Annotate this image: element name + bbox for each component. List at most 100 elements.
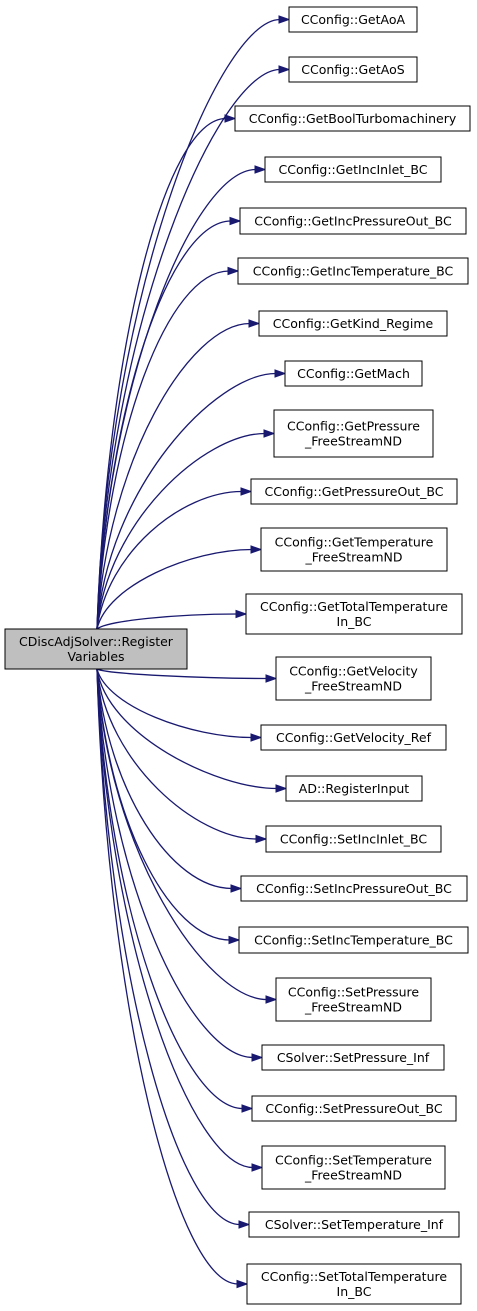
arrowhead [236,1279,249,1289]
call-edge [96,668,258,840]
node-cconfig-getinctemperature-bc-label: CConfig::GetIncTemperature_BC [253,264,454,279]
node-cconfig-settemperature-freestreamnd[interactable]: CConfig::SetTemperature_FreeStreamND [261,1145,446,1190]
call-edge [96,490,243,630]
call-edge [96,668,241,1226]
call-edge [96,613,238,630]
node-cconfig-gettemperature-freestreamnd[interactable]: CConfig::GetTemperature_FreeStreamND [260,527,448,572]
call-edge [96,668,254,1059]
node-cconfig-setincinlet-bc-box [265,825,442,853]
node-csolver-settemperature-inf[interactable]: CSolver::SetTemperature_Inf [248,1211,460,1238]
call-edge [96,372,277,630]
node-cconfig-setincinlet-bc[interactable]: CConfig::SetIncInlet_BC [265,825,442,853]
node-cconfig-setpressureout-bc-box [251,1095,457,1122]
node-cconfig-getvelocity-freestreamnd-label: _FreeStreamND [304,679,402,694]
node-csolver-settemperature-inf-box [248,1211,460,1238]
node-ad-registerinput-box [285,775,423,802]
call-edge [96,322,251,630]
node-cconfig-setincpressureout-bc[interactable]: CConfig::SetIncPressureOut_BC [240,875,468,902]
node-cconfig-getvelocity-freestreamnd[interactable]: CConfig::GetVelocity_FreeStreamND [275,656,432,701]
node-cconfig-setpressure-freestreamnd-box [275,977,432,1022]
node-cconfig-settemperature-freestreamnd-label: CConfig::SetTemperature [275,1153,432,1168]
node-cconfig-getpressure-freestreamnd-box [273,409,434,458]
arrowhead [251,1053,264,1062]
node-cconfig-getaoa[interactable]: CConfig::GetAoA [288,6,418,33]
call-edge [96,668,278,790]
node-cconfig-gettemperature-freestreamnd-label: _FreeStreamND [305,550,403,565]
node-cconfig-getpressureout-bc[interactable]: CConfig::GetPressureOut_BC [250,478,458,505]
node-cconfig-getincpressureout-bc[interactable]: CConfig::GetIncPressureOut_BC [239,207,467,235]
arrowhead [230,884,243,893]
call-edges [96,15,291,1289]
arrowhead [278,65,291,74]
node-cconfig-getboolturbomachinery[interactable]: CConfig::GetBoolTurbomachinery [234,105,471,132]
node-cconfig-settotaltemperaturein-bc-label: In_BC [337,1284,372,1299]
node-cconfig-getpressure-freestreamnd[interactable]: CConfig::GetPressure_FreeStreamND [273,409,434,458]
node-cconfig-setpressure-freestreamnd-label: _FreeStreamND [304,1000,402,1015]
arrowhead [250,733,263,742]
node-cconfig-setinctemperature-bc-label: CConfig::SetIncTemperature_BC [254,933,453,948]
node-cconfig-getincpressureout-bc-box [239,207,467,235]
node-cconfig-gettotaltemperaturein-bc-box [245,593,463,635]
node-cconfig-getaos-label: CConfig::GetAoS [301,62,405,77]
node-cconfig-gettotaltemperaturein-bc-label: CConfig::GetTotalTemperature [260,599,448,614]
root-node-cdiscadjsolver-registervariables-label: Variables [67,649,124,664]
node-cconfig-getaos[interactable]: CConfig::GetAoS [288,56,418,83]
node-cconfig-getpressureout-bc-box [250,478,458,505]
node-cconfig-getmach[interactable]: CConfig::GetMach [284,360,423,387]
call-edge [96,668,239,1285]
node-cconfig-getboolturbomachinery-label: CConfig::GetBoolTurbomachinery [249,111,457,126]
call-edge [96,668,244,1110]
call-edge [96,168,257,630]
call-edge [96,432,266,630]
root-node-cdiscadjsolver-registervariables-label: CDiscAdjSolver::Register [19,634,174,649]
arrowhead [235,609,248,619]
node-cconfig-getvelocity-freestreamnd-box [275,656,432,701]
node-cconfig-getincinlet-bc-box [264,156,442,183]
node-csolver-setpressure-inf-label: CSolver::SetPressure_Inf [277,1050,430,1065]
node-cconfig-setinctemperature-bc-box [238,926,469,954]
node-cconfig-getvelocity-ref[interactable]: CConfig::GetVelocity_Ref [260,724,447,751]
node-cconfig-setincpressureout-bc-label: CConfig::SetIncPressureOut_BC [256,881,452,896]
arrowhead [250,545,263,554]
node-ad-registerinput[interactable]: AD::RegisterInput [285,775,423,802]
node-cconfig-getinctemperature-bc[interactable]: CConfig::GetIncTemperature_BC [237,257,469,285]
call-edge [96,668,268,680]
arrowhead [238,1220,251,1229]
node-cconfig-setpressure-freestreamnd[interactable]: CConfig::SetPressure_FreeStreamND [275,977,432,1022]
node-cconfig-setpressureout-bc[interactable]: CConfig::SetPressureOut_BC [251,1095,457,1122]
call-edge [96,220,232,630]
node-cconfig-getvelocity-freestreamnd-label: CConfig::GetVelocity [289,664,418,679]
node-cconfig-setinctemperature-bc[interactable]: CConfig::SetIncTemperature_BC [238,926,469,954]
call-edge [96,68,281,630]
node-cconfig-getincinlet-bc[interactable]: CConfig::GetIncInlet_BC [264,156,442,183]
node-cconfig-getpressure-freestreamnd-label: _FreeStreamND [304,434,402,449]
node-cconfig-getkind-regime-box [258,310,448,337]
node-cconfig-getkind-regime[interactable]: CConfig::GetKind_Regime [258,310,448,337]
node-cconfig-getboolturbomachinery-box [234,105,471,132]
node-cconfig-getincpressureout-bc-label: CConfig::GetIncPressureOut_BC [254,214,452,229]
node-cconfig-settotaltemperaturein-bc-box [246,1263,462,1305]
node-cconfig-settotaltemperaturein-bc-label: CConfig::SetTotalTemperature [261,1269,447,1284]
arrowhead [278,15,291,24]
arrowhead [251,1163,264,1172]
call-edge [96,117,227,630]
node-cconfig-getvelocity-ref-box [260,724,447,751]
arrowhead [275,784,288,793]
root-node-cdiscadjsolver-registervariables-box [4,628,188,670]
node-cconfig-settemperature-freestreamnd-label: _FreeStreamND [304,1168,402,1183]
arrowhead [228,935,241,945]
node-cconfig-setincpressureout-bc-box [240,875,468,902]
arrowhead [265,995,278,1004]
node-cconfig-getmach-label: CConfig::GetMach [297,366,410,381]
arrowhead [255,834,268,844]
node-cconfig-getvelocity-ref-label: CConfig::GetVelocity_Ref [276,730,432,745]
node-csolver-setpressure-inf[interactable]: CSolver::SetPressure_Inf [261,1044,445,1071]
arrowhead [224,114,237,123]
node-cconfig-settemperature-freestreamnd-box [261,1145,446,1190]
call-edge [96,668,268,1001]
node-cconfig-setpressureout-bc-label: CConfig::SetPressureOut_BC [265,1101,442,1116]
